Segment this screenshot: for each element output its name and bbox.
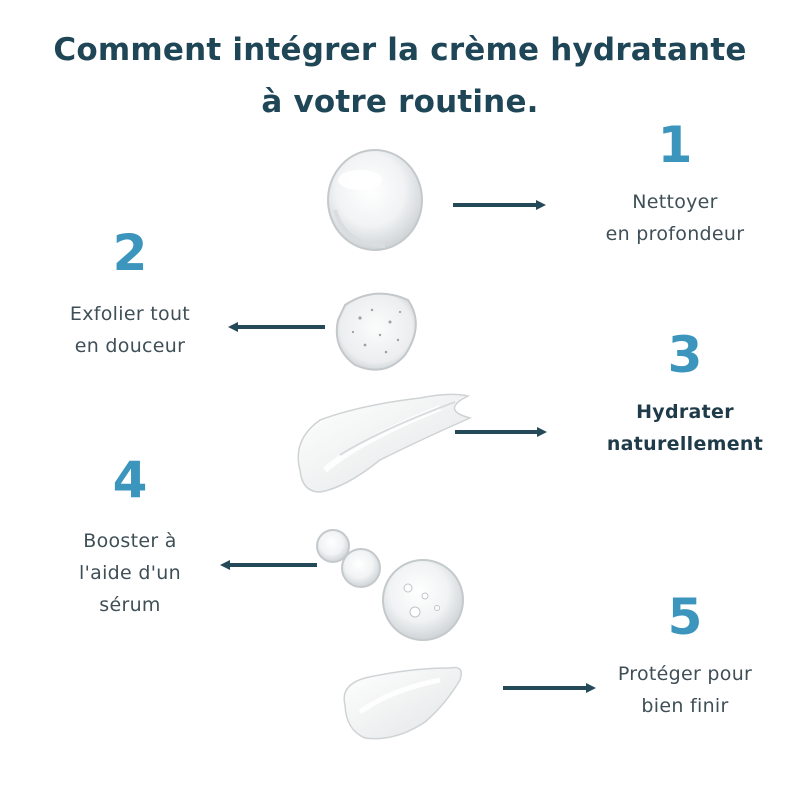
serum-bubbles-swatch — [316, 529, 464, 641]
step-4: 4 Booster à l'aide d'un sérum — [30, 455, 230, 621]
step-number: 5 — [667, 588, 703, 646]
step-label-line: l'aide d'un — [79, 562, 181, 584]
title-line-2: à votre routine. — [261, 84, 539, 120]
step-label-line: sérum — [99, 594, 161, 616]
step-label-line: Booster à — [83, 530, 177, 552]
step-label: Hydrater naturellement — [585, 396, 785, 460]
protective-cream-swatch — [343, 666, 462, 740]
step-number: 3 — [667, 326, 703, 384]
step-label: Protéger pour bien finir — [585, 658, 785, 722]
step-label-line: Exfolier tout — [69, 303, 191, 325]
step-label: Booster à l'aide d'un sérum — [30, 525, 230, 621]
moisturizer-cream-swatch — [297, 393, 473, 493]
step-number: 2 — [112, 224, 148, 282]
step-label: Exfolier tout en douceur — [30, 298, 230, 362]
cleanser-droplet-swatch — [327, 149, 423, 251]
step-number: 1 — [657, 116, 693, 174]
step-1: 1 Nettoyer en profondeur — [575, 120, 775, 250]
step-label-line: naturellement — [606, 433, 764, 455]
step-2: 2 Exfolier tout en douceur — [30, 228, 230, 362]
title-line-1: Comment intégrer la crème hydratante — [53, 32, 747, 68]
step-label: Nettoyer en profondeur — [575, 186, 775, 250]
step-label-line: Protéger pour — [617, 663, 753, 685]
page-title: Comment intégrer la crème hydratante à v… — [0, 24, 800, 128]
step-5: 5 Protéger pour bien finir — [585, 592, 785, 722]
step-label-line: Hydrater — [636, 401, 734, 423]
exfoliant-gel-swatch — [335, 292, 417, 371]
step-label-line: bien finir — [641, 695, 729, 717]
step-label-line: en douceur — [74, 335, 186, 357]
step-number: 4 — [112, 451, 148, 509]
step-label-line: Nettoyer — [632, 191, 718, 213]
step-label-line: en profondeur — [605, 223, 745, 245]
step-3: 3 Hydrater naturellement — [585, 330, 785, 460]
